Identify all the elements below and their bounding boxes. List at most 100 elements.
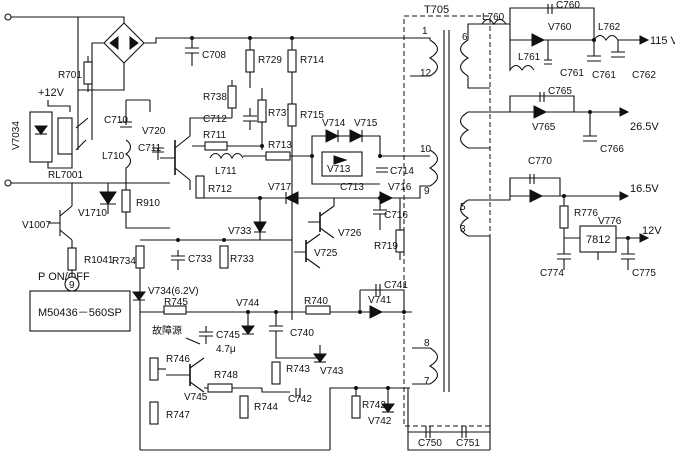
resistor-r713 (265, 151, 291, 161)
diode-v717 (284, 191, 299, 205)
resistor-r737 (257, 99, 267, 123)
label-pon-off: P ON/OFF (38, 271, 90, 283)
label-l761: L761 (518, 52, 541, 63)
label-c740: C740 (290, 328, 314, 339)
label-r719: R719 (374, 241, 398, 252)
diode-v1710 (99, 191, 117, 205)
label-fault-source: 故障源 (152, 324, 182, 337)
label-r733: R733 (230, 254, 254, 265)
label-c765: C765 (548, 86, 572, 97)
resistor-r744 (239, 395, 249, 419)
label-c775: C775 (632, 268, 656, 279)
diode-v760 (531, 33, 546, 47)
primary-section: C708 R729 R714 R738 C712 R737 R715 C710 … (102, 38, 414, 320)
label-v1007: V1007 (22, 220, 51, 231)
label-v742: V742 (368, 416, 392, 427)
label-c761-a: C761 (560, 68, 584, 79)
label-r744: R744 (254, 402, 278, 413)
resistor-r743 (271, 361, 281, 385)
label-v741: V741 (368, 295, 392, 306)
label-c741: C741 (384, 280, 408, 291)
resistor-r745 (163, 305, 187, 315)
label-v7034: V7034 (11, 121, 22, 150)
label-v720: V720 (142, 126, 166, 137)
label-r701: R701 (58, 70, 82, 81)
transformer-outline (403, 15, 491, 427)
junction-dots (176, 36, 630, 390)
resistor-r714 (287, 49, 297, 73)
pin-8: 8 (424, 338, 430, 349)
ic-7812 (579, 225, 617, 253)
label-ic-7812: 7812 (586, 234, 610, 246)
label-c711: C711 (138, 143, 162, 154)
output-26v-label: 26.5V (630, 121, 659, 133)
label-v765: V765 (532, 122, 556, 133)
label-v715: V715 (354, 118, 378, 129)
resistor-r734 (135, 245, 145, 269)
label-c751: C751 (456, 438, 480, 449)
label-c733: C733 (188, 254, 212, 265)
resistor-r738 (227, 85, 237, 109)
label-l762: L762 (598, 22, 621, 33)
label-v734: V734(6.2V) (148, 286, 199, 297)
label-c745: C745 (216, 330, 240, 341)
diode-v7034 (34, 125, 48, 135)
relay-rl7001 (57, 117, 73, 155)
label-r776: R776 (574, 208, 598, 219)
label-v725: V725 (314, 248, 338, 259)
resistor-r711 (204, 141, 228, 151)
resistor-r701 (83, 61, 93, 85)
label-r748: R748 (214, 370, 238, 381)
output-26v: C765 V765 C766 26.5V (509, 86, 659, 155)
label-r734: R734 (112, 256, 136, 267)
label-v1710: V1710 (78, 208, 107, 219)
pin-12: 12 (420, 68, 432, 79)
label-r714: R714 (300, 55, 324, 66)
output-16v: C770 16.5V (509, 156, 659, 203)
resistor-r742 (351, 395, 361, 419)
label-c774: C774 (540, 268, 564, 279)
ic-m50436 (29, 290, 131, 332)
output-12v-label: 12V (642, 225, 662, 237)
label-r745: R745 (164, 297, 188, 308)
transformer-t705: T705 1 12 10 9 8 7 6 5 3 (403, 4, 511, 450)
block-v713 (321, 151, 363, 177)
label-c766: C766 (600, 144, 624, 155)
label-v717: V717 (268, 182, 292, 193)
label-v776: V776 (598, 216, 622, 227)
zener-v743 (313, 353, 327, 363)
label-l710: L710 (102, 151, 125, 162)
label-c770: C770 (528, 156, 552, 167)
resistor-r1041 (67, 247, 77, 271)
relay-section: +12V V7034 RL7001 V1710 V1007 R1041 (11, 87, 117, 280)
label-c712: C712 (203, 114, 227, 125)
label-r742: R742 (362, 400, 386, 411)
zener-v734 (132, 291, 146, 301)
label-c745-value: 4.7μ (216, 344, 236, 355)
label-v745: V745 (184, 392, 208, 403)
label-c716: C716 (384, 210, 408, 221)
label-r738: R738 (203, 92, 227, 103)
pin-1: 1 (422, 26, 428, 37)
label-c708: C708 (202, 50, 226, 61)
resistor-r729 (245, 49, 255, 73)
label-v713: V713 (327, 164, 351, 175)
label-c742: C742 (288, 394, 312, 405)
label-r746: R746 (166, 354, 190, 365)
resistor-r776 (559, 205, 569, 229)
pin-9-transformer: 9 (424, 186, 430, 197)
label-plus12v: +12V (38, 87, 65, 99)
resistor-r910 (121, 189, 131, 213)
input-terminal-top (4, 13, 12, 21)
resistor-r733 (219, 245, 229, 269)
label-r729: R729 (258, 55, 282, 66)
resistor-r715 (287, 103, 297, 127)
label-v714: V714 (322, 118, 346, 129)
pin-3: 3 (460, 224, 466, 235)
label-r737: R737 (268, 108, 292, 119)
pin-7: 7 (424, 376, 430, 387)
bridge-rectifier (78, 16, 410, 120)
label-v716: V716 (388, 182, 412, 193)
label-r712: R712 (208, 184, 232, 195)
label-r910: R910 (136, 198, 160, 209)
